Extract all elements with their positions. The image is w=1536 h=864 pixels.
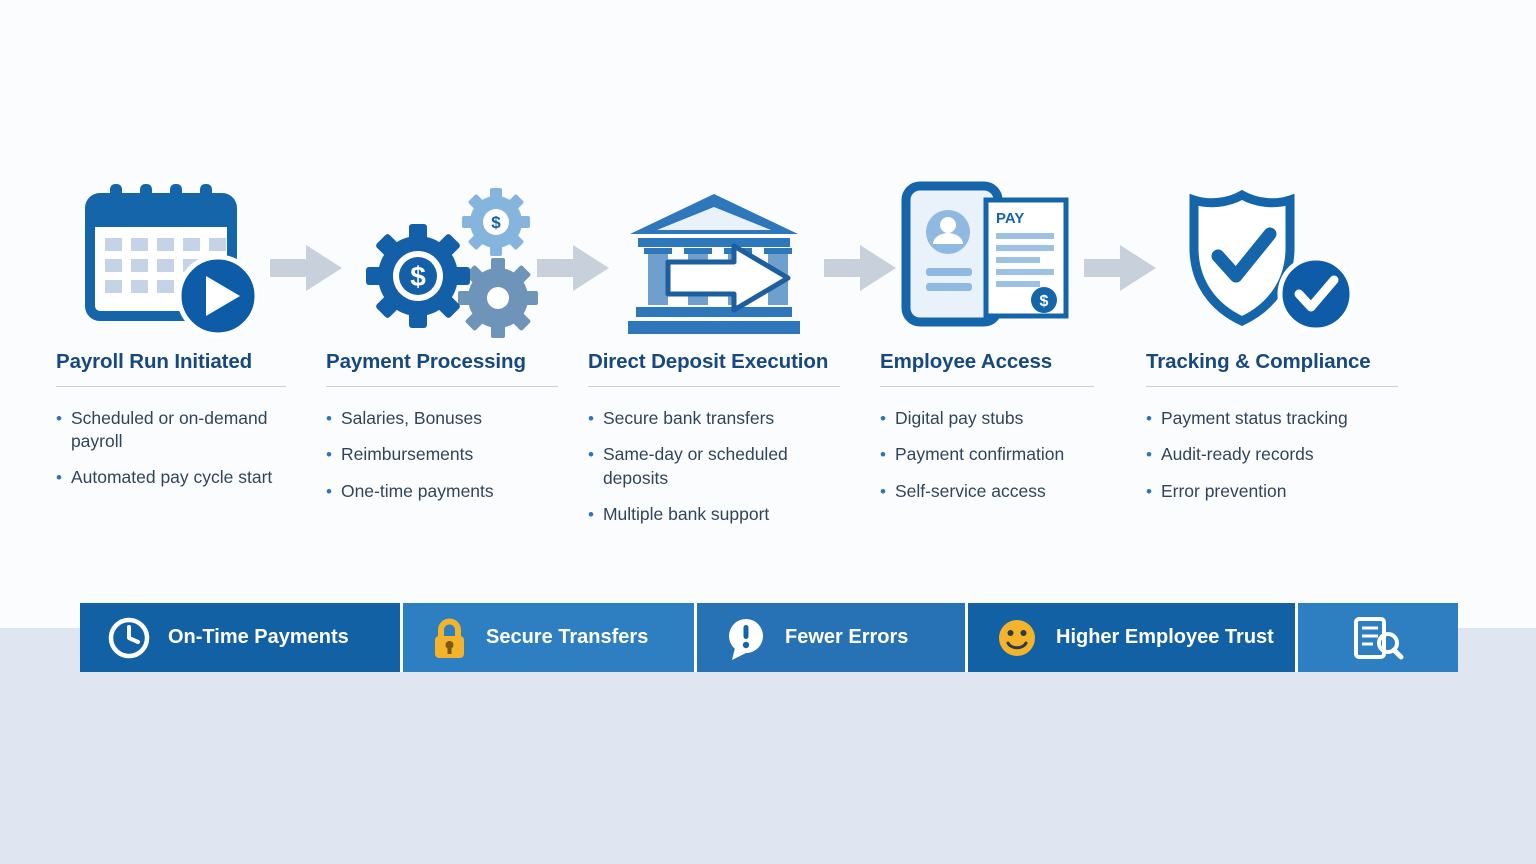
- bullet-text: Reimbursements: [340, 444, 474, 465]
- bullet-item: Error prevention: [1146, 480, 1398, 503]
- audit-doc-icon: [1351, 615, 1405, 661]
- bullet-dot: [880, 407, 886, 430]
- stage-bullet-list: Secure bank transfers Same-day or schedu…: [588, 407, 840, 526]
- bullet-text: Same-day or scheduled deposits: [602, 444, 788, 488]
- bullet-dot: [1146, 480, 1152, 503]
- benefit-label: Higher Employee Trust: [1056, 626, 1274, 648]
- bullet-text: Automated pay cycle start: [70, 467, 273, 488]
- benefit-on-time-payments: On-Time Payments: [80, 603, 400, 672]
- bullet-dot: [880, 480, 886, 503]
- bullet-text: Error prevention: [1160, 480, 1287, 501]
- stage-payment-processing: $: [326, 168, 558, 516]
- pay-label: PAY: [996, 210, 1024, 227]
- gears-dollar-icon-svg: $: [366, 188, 538, 338]
- bullet-item: One-time payments: [326, 480, 558, 503]
- bullet-dot: [588, 503, 594, 526]
- stage-direct-deposit: Direct Deposit Execution Secure bank tra…: [588, 168, 840, 539]
- bullet-text: Multiple bank support: [602, 503, 770, 524]
- benefit-audit-records: [1298, 603, 1458, 672]
- benefit-fewer-errors: Fewer Errors: [697, 603, 965, 672]
- bullet-text: Digital pay stubs: [894, 408, 1024, 428]
- flow-arrow-icon: [270, 245, 342, 291]
- benefits-bar: On-Time Payments Secure Transfers Fewer …: [80, 603, 1458, 672]
- benefit-secure-transfers: Secure Transfers: [403, 603, 694, 672]
- bullet-dot: [1146, 407, 1152, 430]
- calendar-play-icon: [56, 168, 286, 340]
- shield-check-icon-svg: [1189, 190, 1354, 333]
- stage-payroll-run: Payroll Run Initiated Scheduled or on-de…: [56, 168, 286, 503]
- calendar-play-icon-svg: [85, 184, 260, 338]
- dollar-glyph: $: [491, 213, 501, 232]
- bullet-dot: [56, 407, 62, 453]
- phone-paystub-icon: PAY $: [880, 168, 1094, 340]
- bullet-item: Same-day or scheduled deposits: [588, 443, 840, 489]
- bullet-item: Multiple bank support: [588, 503, 840, 526]
- flow-arrow-icon: [1084, 245, 1156, 291]
- clock-icon: [106, 615, 152, 661]
- dollar-glyph: $: [410, 261, 426, 292]
- stage-title: Payment Processing: [326, 350, 558, 387]
- benefit-label: On-Time Payments: [168, 626, 349, 648]
- phone-paystub-icon-svg: PAY $: [901, 181, 1068, 327]
- bullet-text: Payment status tracking: [1160, 408, 1348, 428]
- gears-dollar-icon: $: [326, 168, 558, 340]
- benefit-label: Secure Transfers: [486, 626, 649, 648]
- bullet-text: Scheduled or on-demand payroll: [70, 408, 268, 452]
- bullet-item: Audit-ready records: [1146, 443, 1398, 466]
- stage-employee-access: PAY $ Employee Access Digital pay stubs …: [880, 168, 1094, 516]
- bullet-text: Salaries, Bonuses: [340, 408, 483, 428]
- dollar-glyph: $: [1039, 293, 1048, 310]
- bank-transfer-icon: [588, 168, 840, 340]
- bullet-item: Payment status tracking: [1146, 407, 1398, 430]
- stage-bullet-list: Digital pay stubs Payment confirmation S…: [880, 407, 1094, 503]
- bank-transfer-icon-svg: [627, 194, 800, 334]
- bullet-item: Digital pay stubs: [880, 407, 1094, 430]
- flow-arrow-icon: [824, 245, 896, 291]
- stage-bullet-list: Payment status tracking Audit-ready reco…: [1146, 407, 1398, 503]
- bullet-dot: [326, 443, 332, 466]
- bullet-dot: [326, 407, 332, 430]
- bullet-dot: [326, 480, 332, 503]
- bullet-text: Secure bank transfers: [602, 408, 775, 428]
- stage-title: Employee Access: [880, 350, 1094, 387]
- bullet-item: Self-service access: [880, 480, 1094, 503]
- benefit-label: Fewer Errors: [785, 626, 909, 648]
- exclamation-icon: [723, 615, 769, 661]
- stage-bullet-list: Scheduled or on-demand payroll Automated…: [56, 407, 286, 490]
- benefit-higher-employee-trust: Higher Employee Trust: [968, 603, 1295, 672]
- bullet-dot: [880, 443, 886, 466]
- bullet-item: Automated pay cycle start: [56, 466, 286, 489]
- stage-title: Direct Deposit Execution: [588, 350, 840, 387]
- bullet-text: One-time payments: [340, 480, 494, 501]
- shield-check-icon: [1146, 168, 1398, 340]
- stage-title: Tracking & Compliance: [1146, 350, 1398, 387]
- bullet-text: Audit-ready records: [1160, 444, 1314, 465]
- lock-icon: [429, 615, 470, 661]
- stage-bullet-list: Salaries, Bonuses Reimbursements One-tim…: [326, 407, 558, 503]
- bullet-dot: [588, 443, 594, 489]
- bullet-dot: [56, 466, 62, 489]
- smiley-icon: [994, 615, 1040, 661]
- bullet-item: Secure bank transfers: [588, 407, 840, 430]
- bullet-item: Scheduled or on-demand payroll: [56, 407, 286, 453]
- bullet-text: Self-service access: [894, 480, 1046, 501]
- bullet-item: Reimbursements: [326, 443, 558, 466]
- stage-title: Payroll Run Initiated: [56, 350, 286, 387]
- bullet-text: Payment confirmation: [894, 444, 1065, 465]
- bullet-item: Payment confirmation: [880, 443, 1094, 466]
- bullet-dot: [588, 407, 594, 430]
- bullet-dot: [1146, 443, 1152, 466]
- bullet-item: Salaries, Bonuses: [326, 407, 558, 430]
- flow-arrow-icon: [537, 245, 609, 291]
- stage-tracking-compliance: Tracking & Compliance Payment status tra…: [1146, 168, 1398, 516]
